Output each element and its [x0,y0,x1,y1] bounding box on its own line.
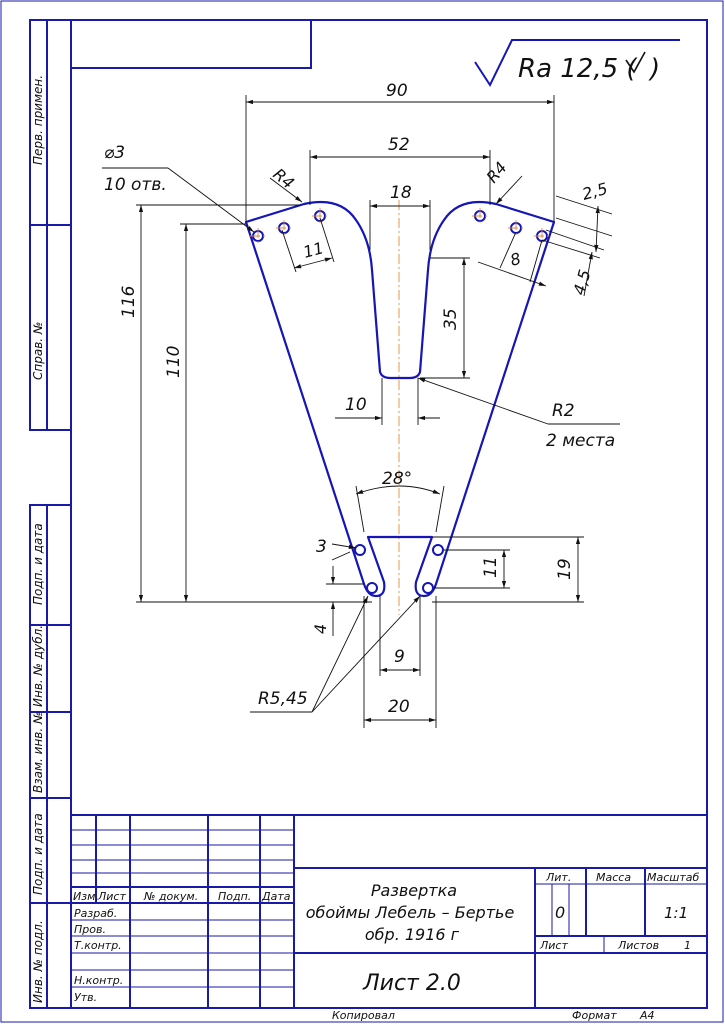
tb-masshtab-value: 1:1 [664,904,688,922]
tb-massa-label: Масса [596,871,631,884]
footer-format-value: A4 [639,1009,655,1022]
hole-icon [366,582,378,594]
stamp-inv-podl: Инв. № подл. [31,920,45,1003]
footer-format-label: Формат [572,1009,617,1022]
tb-sheet-name: Лист 2.0 [362,971,461,996]
tb-lit-label: Лит. [545,871,571,884]
dim-18: 18 [390,183,412,203]
tb-header-data: Дата [261,890,291,903]
dim-angle-28: 28° [382,469,412,489]
tb-header-list: Лист [97,890,126,903]
tb-masshtab-label: Масштаб [647,871,699,884]
dim-90: 90 [386,81,408,101]
dim-20: 20 [388,697,410,717]
tb-row-nkontr: Н.контр. [74,974,123,987]
tb-row-utv: Утв. [74,991,97,1004]
tb-row-razrab: Разраб. [74,907,117,920]
hole-icon [422,582,434,594]
dim-8: 8 [508,249,523,270]
dim-2-5: 2,5 [580,179,610,204]
stamp-sprav-no: Справ. № [31,322,45,380]
dim-4-5: 4,5 [570,268,595,298]
dim-r5-45: R5,45 [258,689,308,709]
stamp-podp-data-1: Подп. и дата [31,523,45,605]
dim-3: 3 [316,537,327,557]
dim-19: 19 [555,558,575,580]
dim-52: 52 [388,135,410,155]
tb-header-doc: № докум. [143,890,198,903]
part-outline [244,200,556,598]
dim-r2: R2 [552,401,575,421]
dim-r2-places: 2 места [546,431,615,451]
hole-icon [354,544,366,556]
tb-listov-label: Листов [617,939,659,952]
holes [250,208,550,594]
tb-header-izm: Изм. [73,890,99,903]
dim-11-bottom: 11 [481,556,501,578]
side-stamps: Перв. примен. Справ. № Подп. и дата Инв.… [31,75,45,1003]
tb-list-label: Лист [539,939,568,952]
tb-header-podp: Подп. [218,890,251,903]
dim-holes: 10 отв. [104,175,167,195]
dimensions: 90 52 18 R4 R4 ⌀3 10 отв. 11 2,5 [102,81,620,728]
dim-11-top: 11 [301,238,326,262]
dim-10: 10 [345,395,367,415]
roughness-tail: ) [648,54,660,84]
tb-lit-value: 0 [555,903,565,922]
hole-icon [432,544,444,556]
dim-35: 35 [441,308,461,330]
stamp-podp-data-2: Подп. и дата [31,813,45,895]
tb-row-prov: Пров. [74,923,106,936]
title-block: Изм. Лист № докум. Подп. Дата Разраб. Пр… [71,814,707,1008]
dim-r4-left: R4 [269,165,298,193]
tb-title-line1: Развертка [371,881,457,900]
tb-row-tkontr: Т.контр. [74,939,122,952]
tb-title-line2: обоймы Лебель – Бертье [306,903,515,922]
stamp-vzam-inv: Взам. инв. № [31,712,45,793]
dim-9: 9 [394,647,405,667]
roughness-symbol: Ra 12,5 ( ) [474,39,680,88]
dim-110: 110 [164,346,184,378]
tb-title-line3: обр. 1916 г [365,925,460,944]
footer-kopiroval: Копировал [332,1009,395,1022]
dim-phi3: ⌀3 [104,143,125,163]
roughness-text: Ra 12,5 ( [518,54,638,84]
dim-116: 116 [119,285,139,318]
tb-listov-value: 1 [684,939,691,952]
stamp-perv-primen: Перв. примен. [31,75,45,165]
dim-4: 4 [311,624,330,634]
dim-r4-right: R4 [483,158,511,187]
stamp-inv-dubl: Инв. № дубл. [31,625,45,707]
roughness-check-icon [625,51,646,74]
